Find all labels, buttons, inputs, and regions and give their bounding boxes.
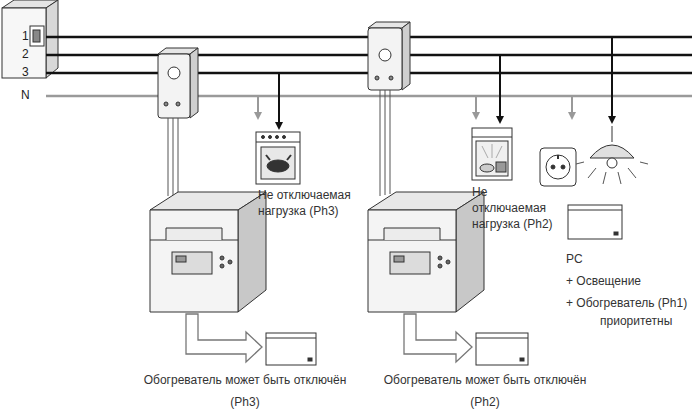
load-shedding-module	[368, 192, 484, 312]
caption-text: (Ph2)	[350, 394, 620, 410]
load-caption: Не отключаемая нагрузка (Ph3)	[258, 187, 358, 219]
priority-note: приоритетны	[600, 314, 672, 330]
control-arrow	[404, 314, 472, 362]
bus-number: 2	[22, 47, 29, 63]
socket-icon	[540, 148, 576, 186]
caption-text: Обогреватель может быть отключён	[350, 372, 620, 388]
caption-text: Не отключаемая нагрузка (Ph2)	[472, 184, 554, 233]
heater-caption: Обогреватель может быть отключён (Ph3)	[110, 372, 380, 410]
heater-caption: Обогреватель может быть отключён (Ph2)	[350, 372, 620, 410]
distribution-cabinet	[2, 0, 58, 78]
bus-number: N	[21, 88, 30, 104]
current-sensor	[368, 22, 410, 90]
feeder-arrow	[258, 38, 612, 128]
bus-number: 3	[22, 65, 29, 81]
bus-number: 1	[22, 29, 29, 45]
load-caption: Не отключаемая нагрузка (Ph2)	[472, 184, 554, 233]
current-sensor	[158, 48, 198, 118]
caption-text: Обогреватель может быть отключён	[110, 372, 380, 388]
lamp-icon	[576, 126, 648, 184]
caption-text: (Ph3)	[110, 394, 380, 410]
oven-icon	[256, 132, 300, 184]
priority-note: + Обогреватель (Ph1)	[566, 296, 687, 312]
priority-note: + Освещение	[566, 274, 641, 290]
caption-text: Не отключаемая нагрузка (Ph3)	[258, 187, 358, 219]
control-arrow	[186, 314, 262, 362]
load-shedding-module	[150, 192, 266, 312]
priority-note: PC	[566, 252, 583, 268]
dishwasher-icon	[472, 128, 512, 180]
